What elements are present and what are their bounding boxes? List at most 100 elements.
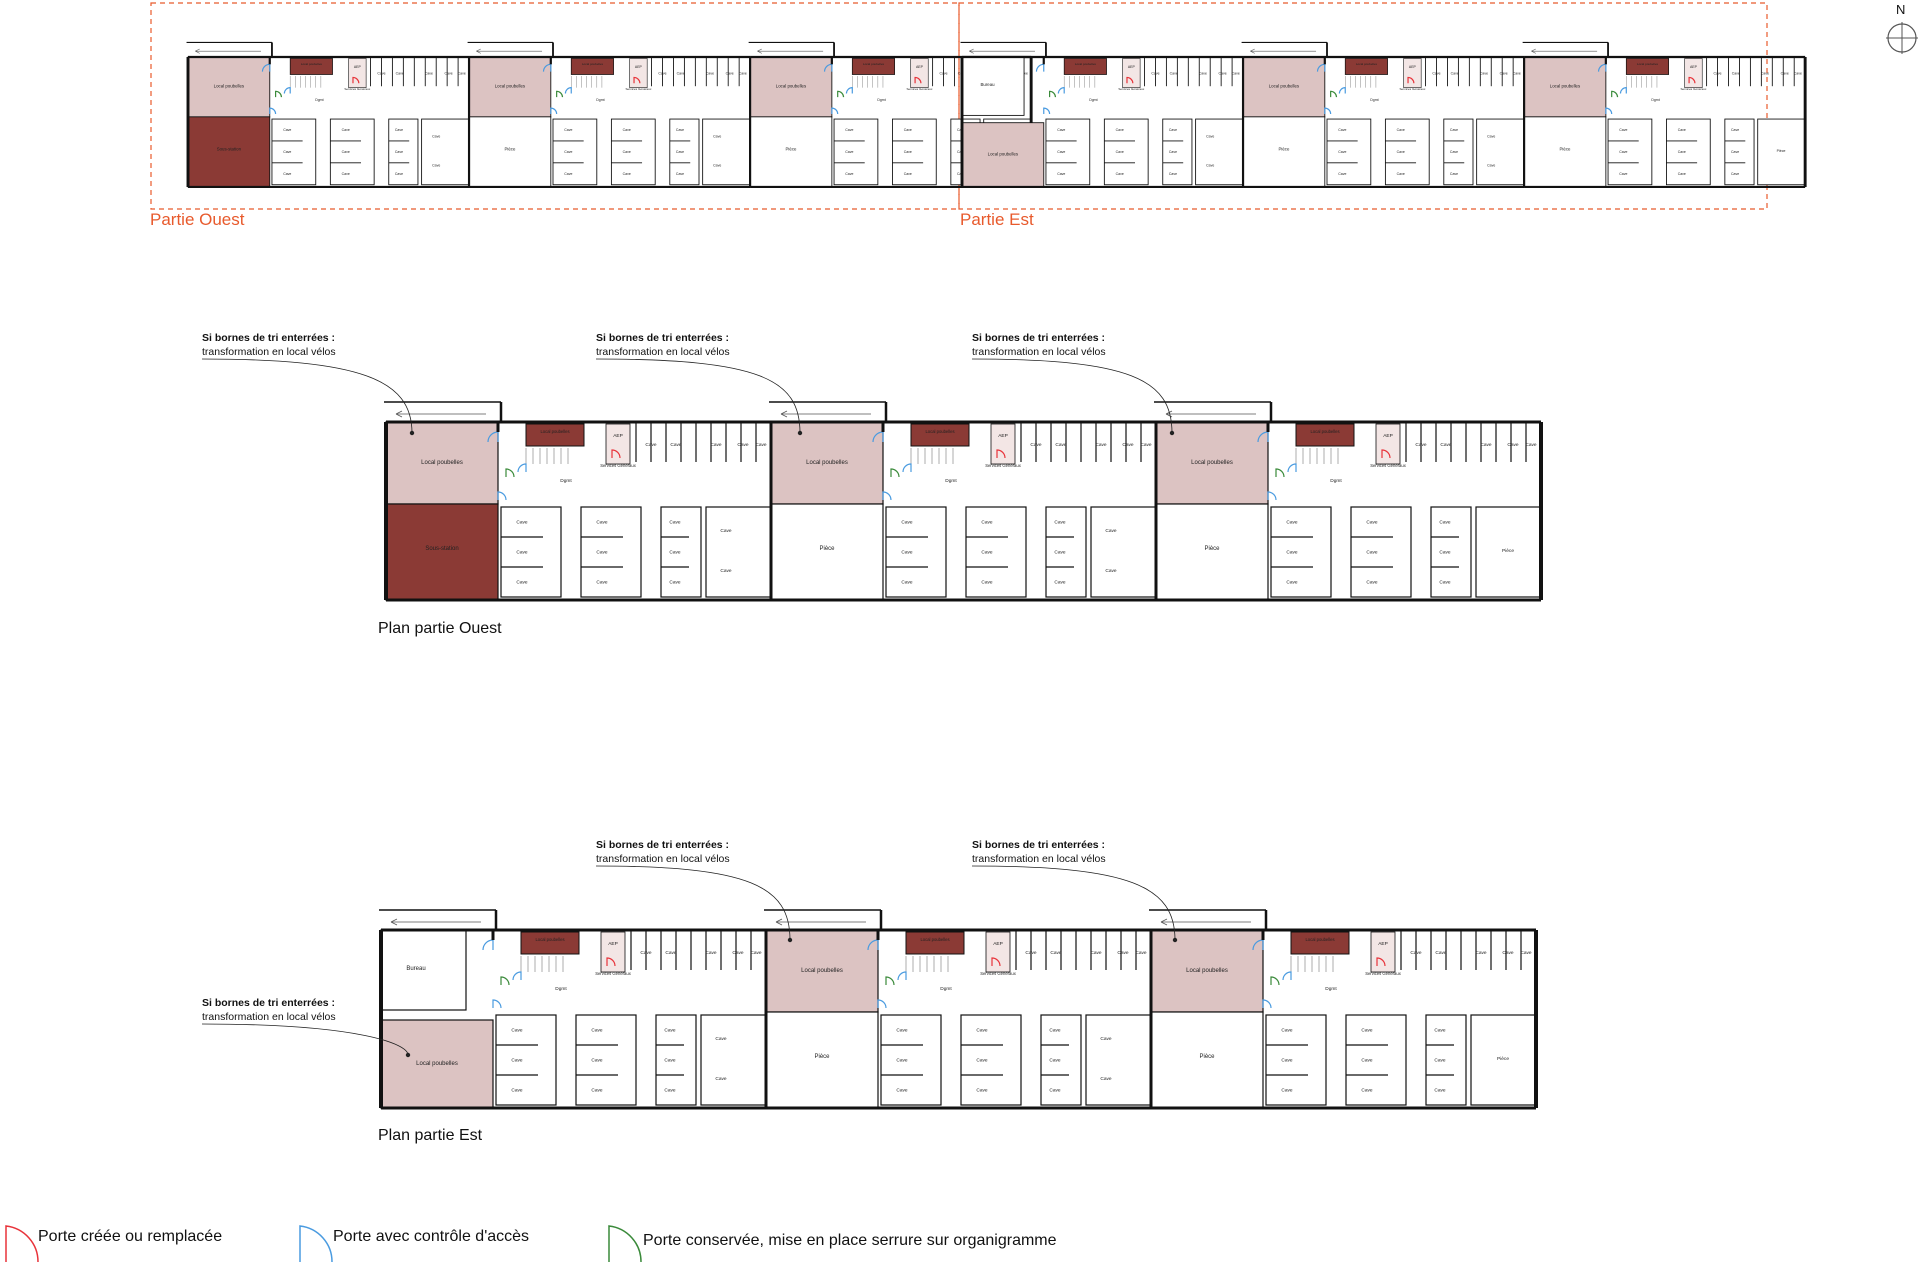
room-label-services: Services Généraux [1370, 463, 1407, 468]
room-label-aep: AEP [1690, 65, 1698, 69]
door-swing-icon [1262, 999, 1272, 1009]
room-label-cave: Cave [1502, 950, 1514, 956]
annotation-leader [201, 358, 413, 434]
door-swing-icon [1407, 76, 1415, 84]
room-label-cave: Cave [395, 172, 403, 176]
room-label-cave: Cave [1281, 1058, 1293, 1064]
room-label-cave: Cave [1049, 1088, 1061, 1094]
room-label-cave: Cave [1619, 150, 1627, 154]
door-swing-icon [882, 491, 892, 501]
annotation-subtitle: transformation en local vélos [972, 346, 1106, 358]
room-label-poubelles-small: Local poubelles [582, 62, 604, 66]
room-label-cave: Cave [1415, 442, 1427, 448]
room-label-cave: Cave [713, 134, 721, 138]
room-label-cave: Cave [1480, 442, 1492, 448]
aep-room [910, 58, 929, 88]
room-label-cave: Cave [1361, 1088, 1373, 1094]
room-label-cave: Cave [705, 950, 717, 956]
aep-room [1375, 423, 1401, 465]
door-swing-icon [352, 76, 360, 84]
room-label-cave: Cave [1713, 72, 1721, 76]
ramp-arrow-head [390, 918, 398, 926]
room-label-cave: Cave [904, 172, 912, 176]
aep-room [1403, 58, 1422, 88]
room-label-cave: Cave [715, 1036, 727, 1042]
room-label-dgmt: Dgmt [940, 986, 952, 992]
small-trash-room [520, 931, 580, 955]
cave-block [329, 118, 375, 186]
room-label-cave: Cave [564, 172, 572, 176]
substation-room [385, 503, 499, 601]
room-label-services: Services Généraux [1118, 87, 1144, 91]
ramp-arrow-head [1531, 48, 1536, 54]
ramp-arrow-head [1160, 918, 1168, 926]
room-label-cave: Cave [845, 172, 853, 176]
room-label-cave: Cave [664, 1028, 676, 1034]
door-swing-icon [1619, 87, 1627, 94]
room-label-cave: Cave [1122, 442, 1134, 448]
ramp-arrow-head [395, 410, 403, 418]
door-swing-icon [500, 976, 510, 986]
cave-block [1270, 506, 1332, 598]
room-label-cave: Cave [676, 172, 684, 176]
room-label-cave: Cave [1100, 1036, 1112, 1042]
door-swing-icon [1126, 76, 1134, 84]
room [468, 116, 552, 188]
room-label-dgmt: Dgmt [1330, 478, 1342, 484]
room-label-services: Services Généraux [595, 971, 632, 976]
room-label-cave: Cave [1434, 1088, 1446, 1094]
annotation-leader [201, 1023, 409, 1056]
room-label-cave: Cave [395, 128, 403, 132]
room-label-cave: Cave [516, 550, 528, 556]
room-label-cave: Cave [1338, 150, 1346, 154]
door-swing-icon [1035, 63, 1045, 72]
room-label-dgmt: Dgmt [555, 986, 567, 992]
room-label-poubelles-small: Local poubelles [535, 937, 564, 942]
room [1242, 116, 1326, 188]
room-label-cave: Cave [1090, 950, 1102, 956]
room-label-cave: Cave [676, 128, 684, 132]
room-label-cave: Cave [670, 442, 682, 448]
small-trash-room [289, 58, 333, 75]
room-label-cave: Cave [1439, 580, 1451, 586]
room-label-dgmt: Dgmt [945, 478, 957, 484]
small-trash-room [525, 423, 585, 447]
room-label-poubelles-small: Local poubelles [1637, 62, 1659, 66]
door-swing-icon [611, 449, 621, 459]
room-label-cave: Cave [737, 442, 749, 448]
room-label-piece: Pièce [1199, 1054, 1215, 1060]
room-label-poubelles: Local poubelles [1191, 460, 1233, 466]
door-swing-icon [897, 971, 907, 981]
room-label-cave: Cave [396, 72, 404, 76]
room-label-aep: AEP [635, 65, 643, 69]
room-label-piece: Pièce [1204, 546, 1220, 552]
room-label-cave: Cave [596, 550, 608, 556]
small-trash-room [570, 58, 614, 75]
room-label-cave: Cave [939, 72, 947, 76]
room-label-cave: Cave [1619, 128, 1627, 132]
room-label-cave: Cave [901, 580, 913, 586]
room-label-cave: Cave [1440, 442, 1452, 448]
room-label-services: Services Généraux [600, 463, 637, 468]
room-label-cave: Cave [896, 1058, 908, 1064]
room-label-cave: Cave [715, 1076, 727, 1082]
legend-label-door-kept: Porte conservée, mise en place serrure s… [643, 1232, 1057, 1249]
cave-block [1265, 1014, 1327, 1106]
annotation-subtitle: transformation en local vélos [596, 853, 730, 865]
cave-block [500, 506, 562, 598]
room-label-cave: Cave [664, 1088, 676, 1094]
small-trash-room [851, 58, 896, 75]
room-label-cave: Cave [1116, 172, 1124, 176]
room-label-piece: Pièce [1278, 146, 1290, 151]
room-label-cave: Cave [669, 520, 681, 526]
room-label-cave: Cave [511, 1088, 523, 1094]
cave-block [660, 506, 702, 598]
room-label-cave: Cave [904, 150, 912, 154]
ramp-arrow-head [969, 48, 974, 54]
room-label-cave: Cave [1361, 1058, 1373, 1064]
cave-block [1607, 118, 1653, 186]
aep-room [1684, 58, 1703, 88]
annotation-leader-dot [797, 430, 803, 436]
door-swing-icon [845, 87, 853, 94]
room-label-piece: Pièce [504, 146, 516, 151]
